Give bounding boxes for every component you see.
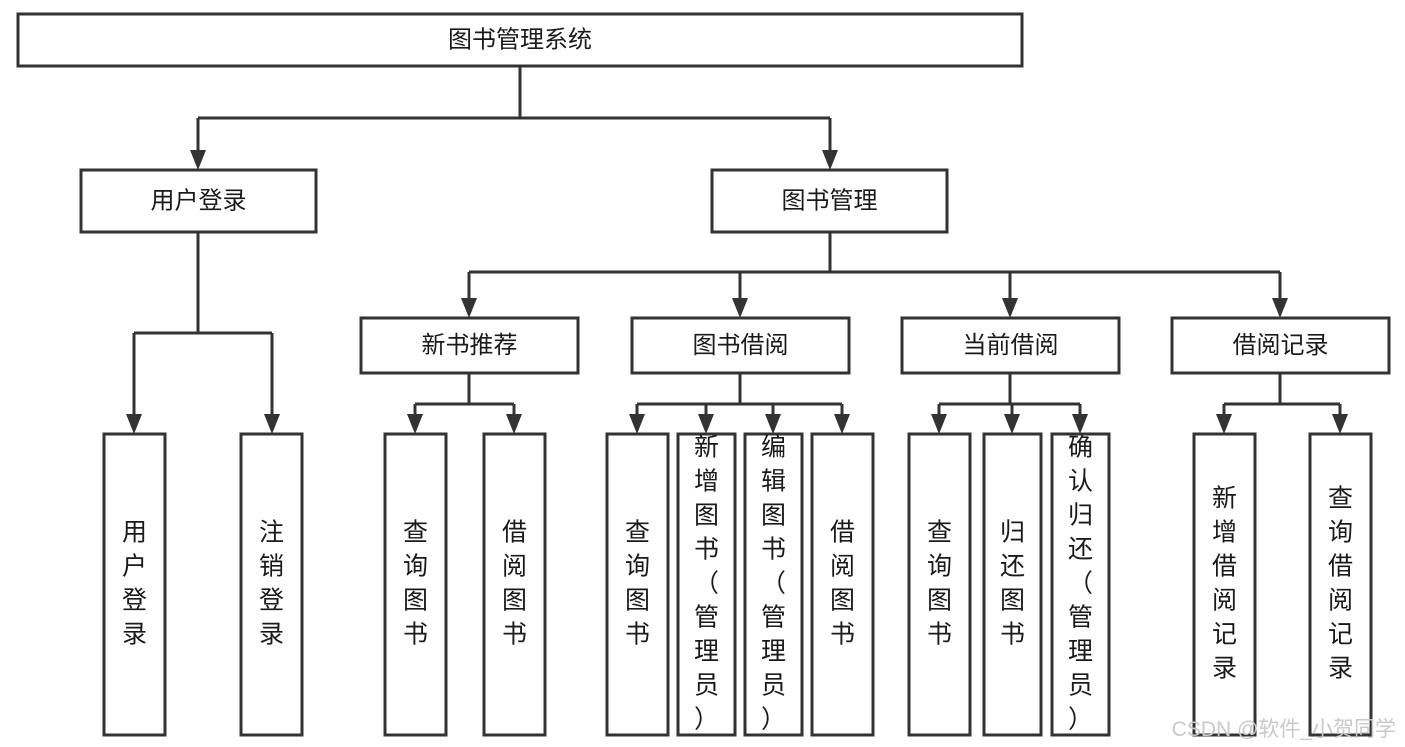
arrow-bm-to-br xyxy=(1272,272,1288,318)
arrow-root-to-book-management xyxy=(822,118,838,170)
node-label-leaf-add-book-admin: 新增图书（管理员） xyxy=(694,433,719,733)
arrow-cb-to-leaf3 xyxy=(1072,404,1088,434)
arrow-nbr-to-leaf1 xyxy=(407,404,423,434)
node-box-leaf-add-book-admin[interactable] xyxy=(676,432,737,737)
arrow-cb-to-leaf2 xyxy=(1004,404,1020,434)
node-label-current-borrow: 当前借阅 xyxy=(963,332,1059,359)
arrow-bb-to-leaf3 xyxy=(765,404,781,434)
node-label-leaf-return-book: 归还图书 xyxy=(1000,518,1025,648)
node-label-book-borrow: 图书借阅 xyxy=(693,332,789,359)
node-new-book-recommend[interactable]: 新书推荐 xyxy=(359,316,580,375)
node-box-book-management[interactable] xyxy=(710,168,949,234)
node-book-borrow[interactable]: 图书借阅 xyxy=(630,316,851,375)
node-label-leaf-query-borrow-record: 查询借阅记录 xyxy=(1328,484,1353,682)
arrow-bm-to-nbr xyxy=(461,272,477,318)
node-label-leaf-edit-book-admin: 编辑图书（管理员） xyxy=(761,433,786,733)
arrow-bm-to-bb xyxy=(732,272,748,318)
node-label-leaf-borrow-book-bb: 借阅图书 xyxy=(830,518,855,648)
node-book-management[interactable]: 图书管理 xyxy=(710,168,949,234)
node-box-leaf-return-book[interactable] xyxy=(982,432,1043,737)
node-root[interactable]: 图书管理系统 xyxy=(16,12,1024,68)
node-label-leaf-query-book-bb: 查询图书 xyxy=(625,518,650,648)
node-label-new-book-recommend: 新书推荐 xyxy=(422,332,518,359)
arrow-bb-to-leaf1 xyxy=(629,404,645,434)
node-leaf-add-borrow-record[interactable]: 新增借阅记录 xyxy=(1192,432,1257,737)
arrow-br-to-leaf2 xyxy=(1332,404,1348,434)
arrow-user-login-to-leaf1 xyxy=(126,333,142,434)
node-box-user-login[interactable] xyxy=(79,168,318,234)
node-leaf-query-book-nbr[interactable]: 查询图书 xyxy=(383,432,448,737)
arrow-root-to-user-login xyxy=(190,118,206,170)
node-leaf-query-borrow-record[interactable]: 查询借阅记录 xyxy=(1308,432,1373,737)
arrow-bm-to-cb xyxy=(1002,272,1018,318)
node-label-borrow-record: 借阅记录 xyxy=(1233,332,1329,359)
arrow-nbr-to-leaf2 xyxy=(506,404,522,434)
node-box-leaf-add-borrow-record[interactable] xyxy=(1192,432,1257,737)
node-box-root[interactable] xyxy=(16,12,1024,68)
node-box-leaf-borrow-book-nbr[interactable] xyxy=(482,432,547,737)
node-leaf-query-book-bb[interactable]: 查询图书 xyxy=(605,432,670,737)
node-user-login[interactable]: 用户登录 xyxy=(79,168,318,234)
node-leaf-confirm-return-admin[interactable]: 确认归还（管理员） xyxy=(1050,432,1111,737)
node-box-leaf-query-book-nbr[interactable] xyxy=(383,432,448,737)
node-label-leaf-add-borrow-record: 新增借阅记录 xyxy=(1212,484,1237,682)
node-box-leaf-borrow-book-bb[interactable] xyxy=(810,432,875,737)
csdn-watermark: CSDN @软件_小贺同学 xyxy=(1172,718,1396,741)
node-leaf-user-logout[interactable]: 注销登录 xyxy=(239,432,304,737)
node-box-borrow-record[interactable] xyxy=(1170,316,1391,375)
node-label-book-management: 图书管理 xyxy=(782,187,878,214)
arrow-bb-to-leaf2 xyxy=(698,404,714,434)
node-leaf-return-book[interactable]: 归还图书 xyxy=(982,432,1043,737)
node-label-leaf-borrow-book-nbr: 借阅图书 xyxy=(502,518,527,648)
node-leaf-user-login[interactable]: 用户登录 xyxy=(102,432,167,737)
node-box-leaf-user-login[interactable] xyxy=(102,432,167,737)
node-label-leaf-user-login: 用户登录 xyxy=(122,518,147,648)
node-box-new-book-recommend[interactable] xyxy=(359,316,580,375)
node-box-book-borrow[interactable] xyxy=(630,316,851,375)
node-borrow-record[interactable]: 借阅记录 xyxy=(1170,316,1391,375)
node-leaf-borrow-book-nbr[interactable]: 借阅图书 xyxy=(482,432,547,737)
node-leaf-borrow-book-bb[interactable]: 借阅图书 xyxy=(810,432,875,737)
arrow-cb-to-leaf1 xyxy=(931,404,947,434)
nodes-layer: 图书管理系统用户登录图书管理新书推荐图书借阅当前借阅借阅记录用户登录注销登录查询… xyxy=(16,12,1391,737)
node-box-leaf-edit-book-admin[interactable] xyxy=(743,432,804,737)
node-box-leaf-confirm-return-admin[interactable] xyxy=(1050,432,1111,737)
node-leaf-edit-book-admin[interactable]: 编辑图书（管理员） xyxy=(743,432,804,737)
node-label-root: 图书管理系统 xyxy=(448,26,592,53)
node-current-borrow[interactable]: 当前借阅 xyxy=(900,316,1121,375)
node-leaf-add-book-admin[interactable]: 新增图书（管理员） xyxy=(676,432,737,737)
node-label-leaf-user-logout: 注销登录 xyxy=(259,518,284,648)
node-label-user-login: 用户登录 xyxy=(151,187,247,214)
node-box-current-borrow[interactable] xyxy=(900,316,1121,375)
connectors-layer xyxy=(126,66,1348,434)
node-label-leaf-confirm-return-admin: 确认归还（管理员） xyxy=(1068,433,1093,733)
node-box-leaf-query-book-bb[interactable] xyxy=(605,432,670,737)
node-box-leaf-query-book-cb[interactable] xyxy=(907,432,972,737)
arrow-br-to-leaf1 xyxy=(1216,404,1232,434)
arrow-bb-to-leaf4 xyxy=(834,404,850,434)
arrow-user-login-to-leaf2 xyxy=(264,333,280,434)
node-box-leaf-query-borrow-record[interactable] xyxy=(1308,432,1373,737)
node-leaf-query-book-cb[interactable]: 查询图书 xyxy=(907,432,972,737)
node-box-leaf-user-logout[interactable] xyxy=(239,432,304,737)
node-label-leaf-query-book-cb: 查询图书 xyxy=(927,518,952,648)
node-label-leaf-query-book-nbr: 查询图书 xyxy=(403,518,428,648)
